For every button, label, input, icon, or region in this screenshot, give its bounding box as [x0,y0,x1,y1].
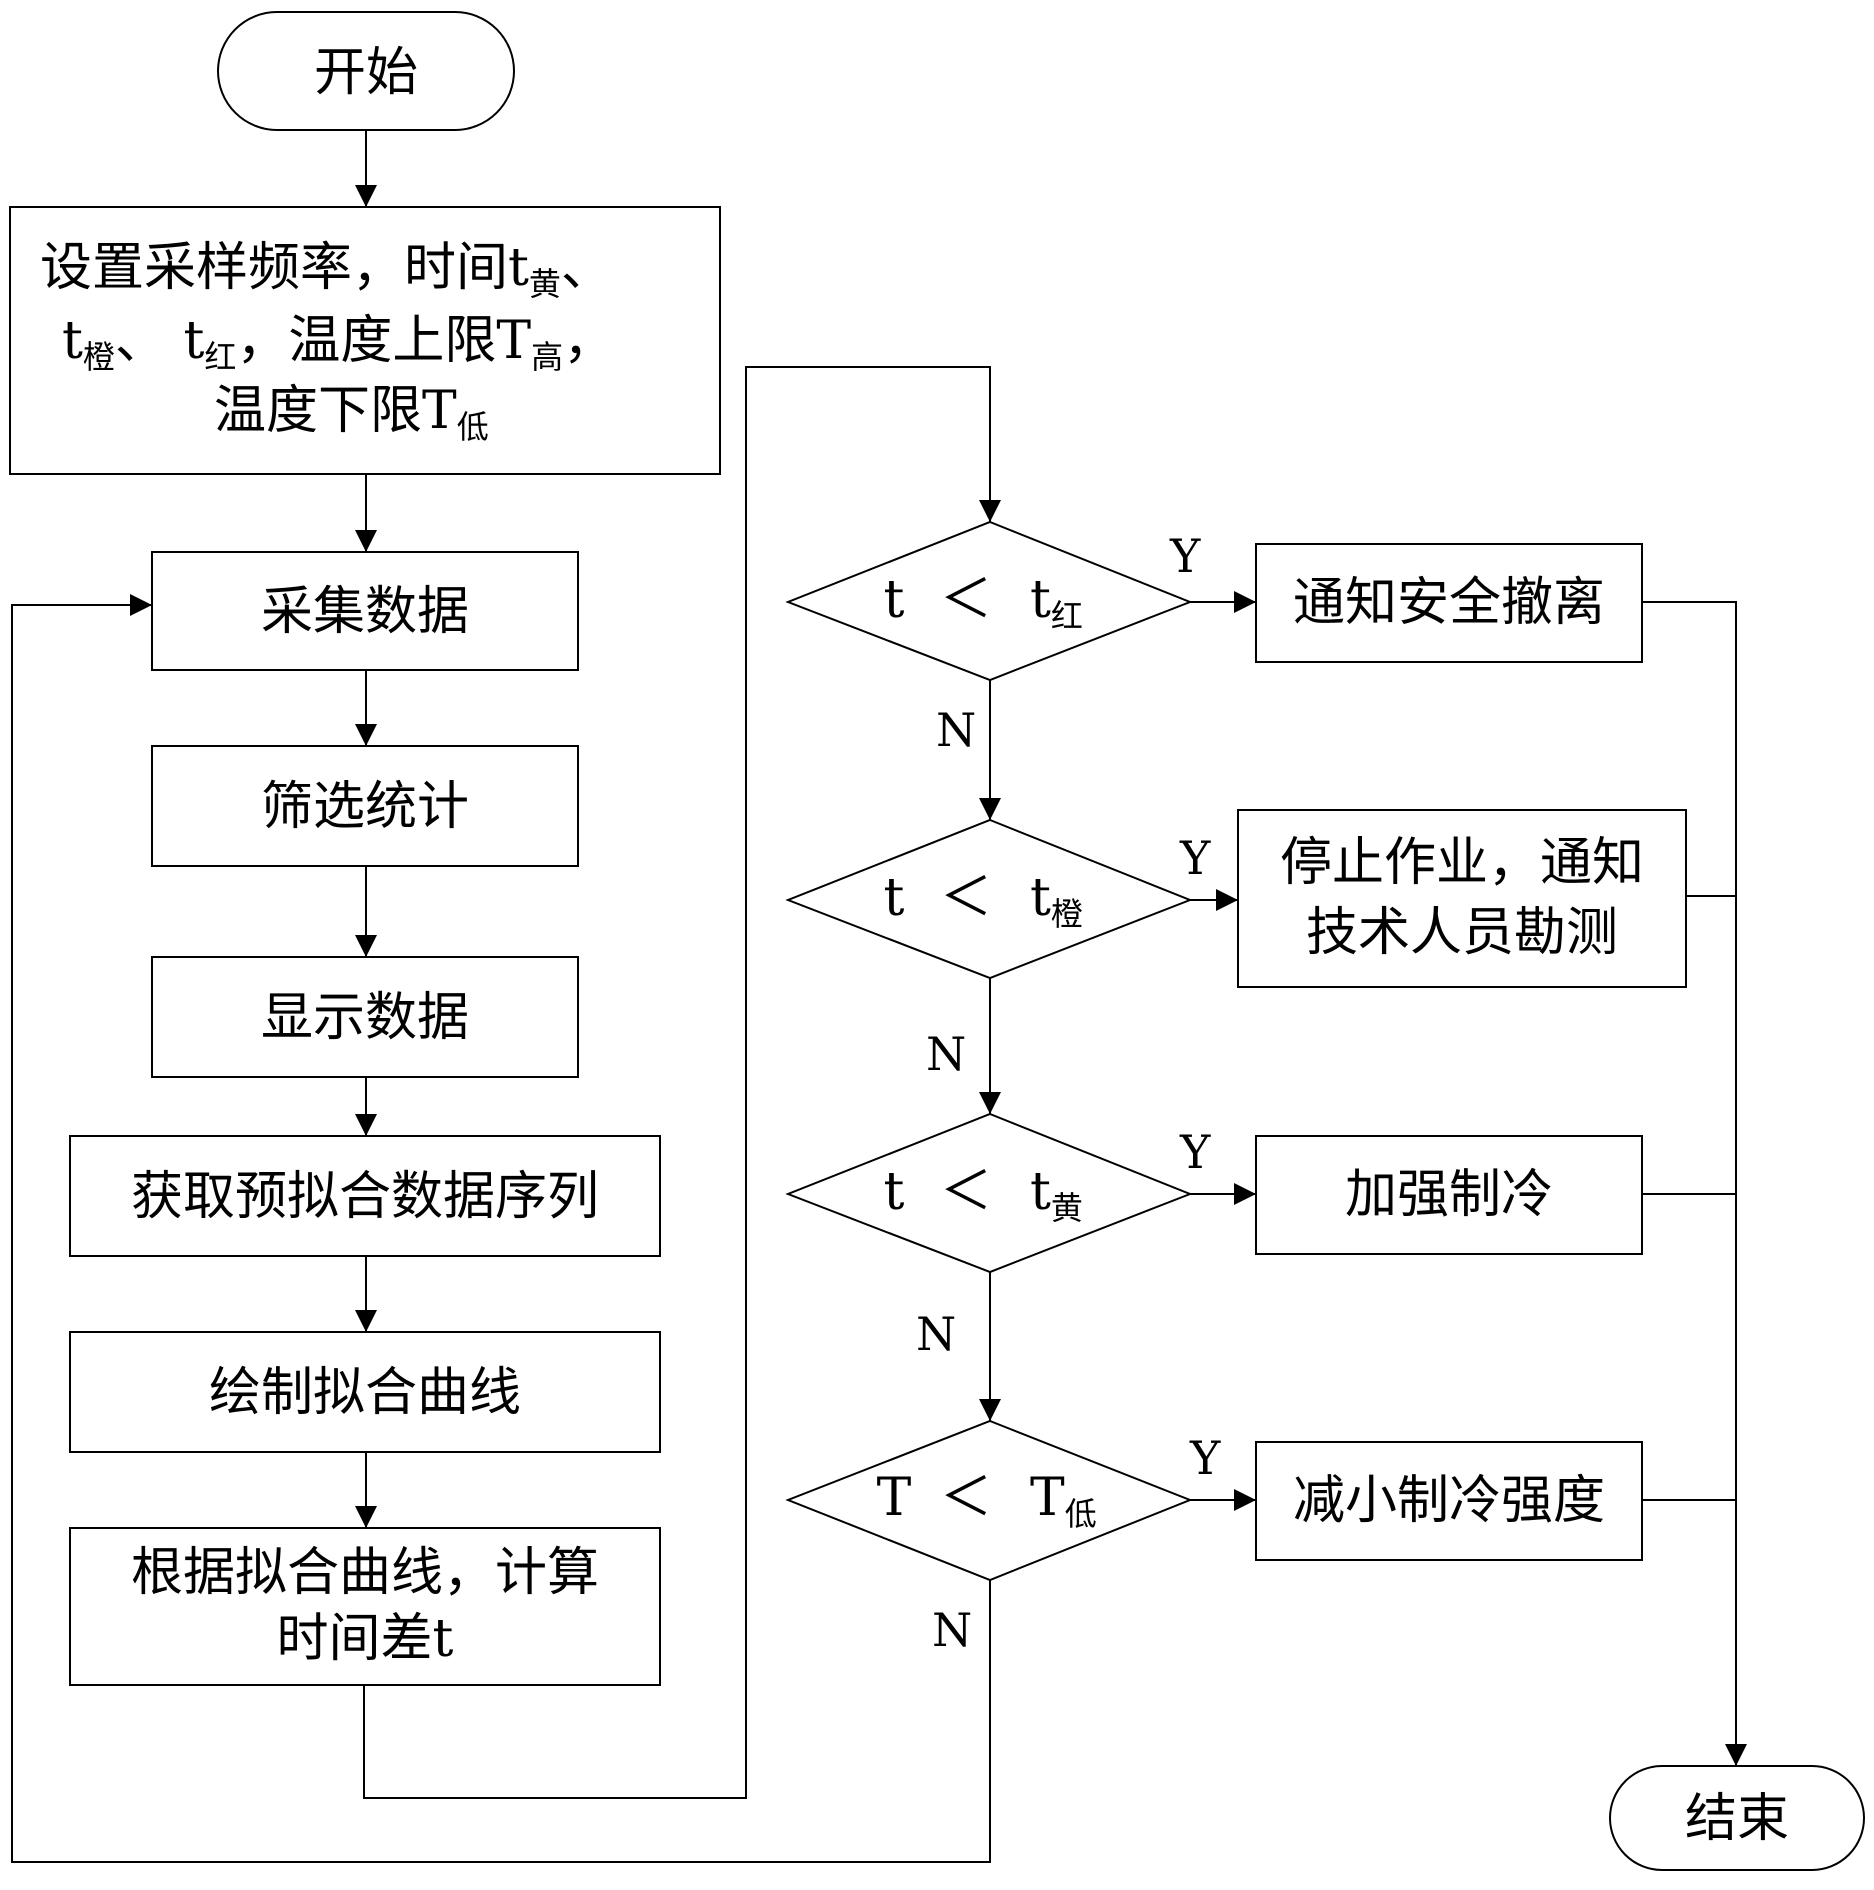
label-yes-3: Y [1179,1125,1211,1179]
label-yes-2: Y [1179,831,1211,885]
decision-red-op: ＜ [940,570,992,630]
arrow-collector-to-end [1642,602,1736,1766]
stop-label-1: 停止作业，通知 [1280,833,1644,893]
label-yes-4: Y [1189,1431,1221,1485]
setup-node: 设置采样频率，时间t黄、 t橙、 t红，温度上限T高， 温度下限T低 [10,207,720,474]
label-no-4: N [932,1603,972,1657]
decision-red-lhs: t [884,570,905,630]
setup-line-1: 设置采样频率，时间t黄、 [40,238,613,303]
obtain-node: 获取预拟合数据序列 [70,1136,660,1256]
decision-yellow-op: ＜ [940,1162,992,1222]
cool-node: 加强制冷 [1256,1136,1642,1254]
display-node: 显示数据 [152,957,578,1077]
calc-label-1: 根据拟合曲线，计算 [131,1543,599,1603]
display-label: 显示数据 [261,988,469,1048]
reduce-label: 减小制冷强度 [1293,1471,1605,1531]
end-label: 结束 [1685,1789,1789,1849]
decision-red: t ＜ t红 [788,522,1190,680]
stop-node: 停止作业，通知 技术人员勘测 [1238,810,1686,987]
decision-low-lhs: T [877,1468,912,1528]
evacuate-node: 通知安全撤离 [1256,544,1642,662]
draw-node: 绘制拟合曲线 [70,1332,660,1452]
start-node: 开始 [218,12,514,130]
setup-line-3: 温度下限T低 [214,381,489,446]
label-no-3: N [916,1307,956,1361]
label-no-2: N [926,1027,966,1081]
evacuate-label: 通知安全撤离 [1293,573,1605,633]
start-label: 开始 [314,43,418,103]
draw-label: 绘制拟合曲线 [209,1363,521,1423]
collect-label: 采集数据 [261,582,469,642]
collect-node: 采集数据 [152,552,578,670]
decision-low-op: ＜ [940,1468,992,1528]
decision-orange: t ＜ t橙 [788,820,1190,978]
filter-label: 筛选统计 [261,777,469,837]
obtain-label: 获取预拟合数据序列 [131,1167,599,1227]
cool-label: 加强制冷 [1345,1165,1553,1225]
calc-node: 根据拟合曲线，计算 时间差t [70,1528,660,1685]
decision-yellow: t ＜ t黄 [788,1114,1190,1272]
stop-label-2: 技术人员勘测 [1306,903,1618,963]
decision-yellow-lhs: t [884,1162,905,1222]
decision-orange-lhs: t [884,868,905,928]
label-no-1: N [936,703,976,757]
decision-orange-op: ＜ [940,868,992,928]
label-yes-1: Y [1169,529,1201,583]
calc-label-2: 时间差t [277,1609,454,1669]
reduce-node: 减小制冷强度 [1256,1442,1642,1560]
end-node: 结束 [1610,1766,1864,1870]
filter-node: 筛选统计 [152,746,578,866]
decision-low: T ＜ T低 [788,1421,1190,1580]
